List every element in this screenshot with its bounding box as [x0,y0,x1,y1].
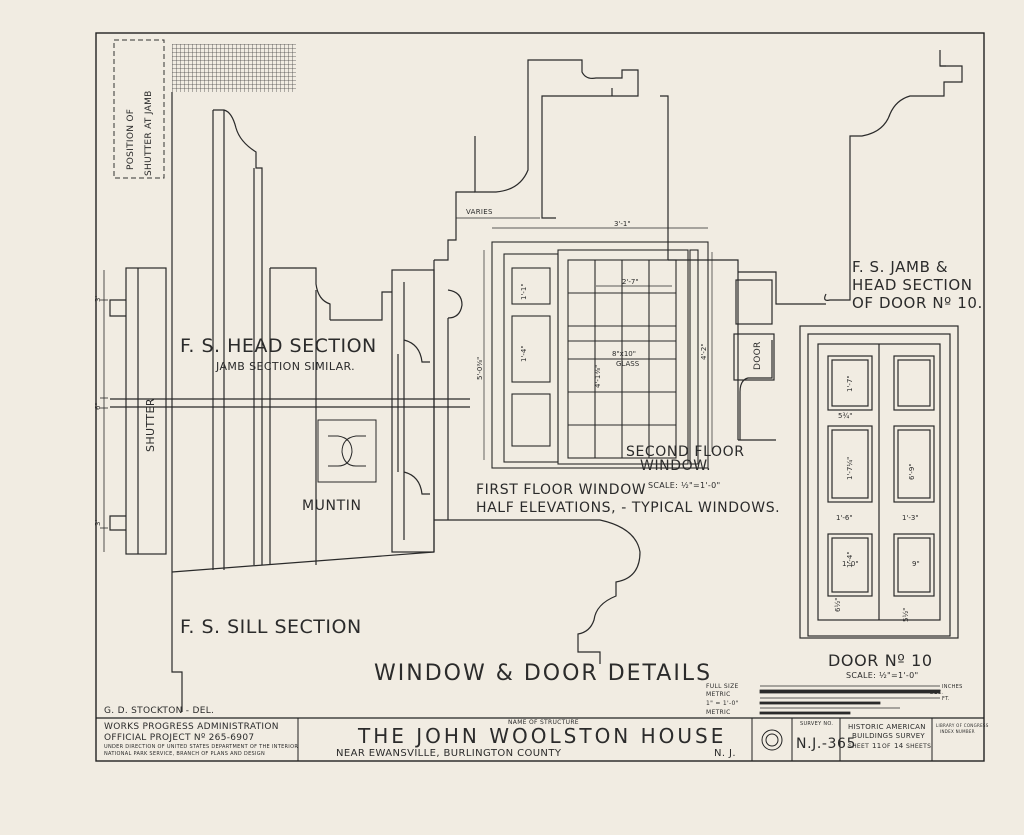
dim-1-1: 1'-1" [520,283,528,300]
door-dim-6-5: 6½" [834,598,842,612]
of-door-label: OF DOOR Nº 10. [852,294,983,312]
muntin-detail [317,419,377,483]
name-of-structure: NAME OF STRUCTURE [508,719,579,726]
scale-dec: DEC. [930,690,943,696]
door-dim-9: 9" [912,560,920,568]
door-dim-1-6: 1'-6" [836,514,853,522]
scale-one-inch: 1" = 1'-0" [706,700,739,707]
door-dim-5-3: 5¾" [838,412,852,420]
door-scale-label: SCALE: ½"=1'-0" [846,671,918,680]
scale-bar [759,685,941,715]
window-label: WINDOW. [640,458,711,474]
shutter-at-jamb-label: SHUTTER AT JAMB [144,90,154,176]
dim-2-7: 2'-7" [622,278,639,286]
fs-head-section-label: F. S. HEAD SECTION [180,335,377,357]
door-dim-1-0: 1'-0" [842,560,859,568]
location-state: N. J. [714,748,736,759]
shutter-dimension-lines [100,270,108,552]
shutter-position-note: POSITION OF SHUTTER AT JAMB [113,39,165,179]
moulding-profile-top [474,59,669,260]
wpa-line-1: WORKS PROGRESS ADMINISTRATION [104,722,279,732]
shutter-label: SHUTTER [144,398,157,452]
scale-metric2: METRIC [706,709,731,716]
muntin-label: MUNTIN [302,498,362,514]
fs-jamb-label: F. S. JAMB & [852,258,948,276]
library-line-1: LIBRARY OF CONGRESS [936,723,989,728]
position-of-label: POSITION OF [126,109,136,170]
scale-ft: FT. [942,696,950,702]
scale-metric: METRIC [706,691,731,698]
wpa-line-2: OFFICIAL PROJECT Nº 265-6907 [104,733,254,743]
sheet-no: 11 [872,742,882,750]
habs-line-1: HISTORIC AMERICAN [848,723,926,731]
door-dim-5-5: 5½" [902,608,910,622]
dim-3ft-top: 3' [94,296,102,302]
head-section-drawing [109,92,475,712]
dim-3ft-bottom: 3' [94,520,102,526]
jamb-head-section [668,50,963,441]
door-dim-1-3: 1'-3" [902,514,919,522]
half-elevations-label: HALF ELEVATIONS, - TYPICAL WINDOWS. [476,500,780,516]
sheet-prefix: SHEET [848,743,869,750]
dim-4-2: 4'-2" [700,343,708,360]
sheet-suffix: SHEETS [906,743,931,750]
dim-5-0: 5'-0⅜" [476,357,484,380]
sheet-total: 14 [894,742,904,750]
dim-3-1: 3'-1" [614,220,631,228]
dim-1-4: 1'-4" [520,345,528,362]
wpa-line-3: UNDER DIRECTION OF UNITED STATES DEPARTM… [104,744,298,750]
second-floor-label: SECOND FLOOR [626,444,745,460]
door-dim-1-7b: 1'-7¼" [846,457,854,480]
drawing-title: WINDOW & DOOR DETAILS [374,661,712,686]
varies-label: VARIES [466,208,493,216]
dim-6in: 6" [94,402,102,410]
scale-inches: INCHES [942,684,963,690]
habs-line-2: BUILDINGS SURVEY [852,732,925,740]
door-dim-6-9: 6'-9" [908,463,916,480]
outer-border [95,32,985,762]
door-dim-1-7: 1'-7" [846,375,854,392]
door-vertical-label: DOOR [753,341,763,370]
survey-no-label: SURVEY NO. [800,721,833,727]
first-floor-window-label: FIRST FLOOR WINDOW [476,482,646,498]
library-line-2: INDEX NUMBER [940,729,975,734]
location-line: NEAR EWANSVILLE, BURLINGTON COUNTY [336,748,562,759]
title-block-lines [297,718,933,761]
glass-label: GLASS [616,360,640,368]
fs-sill-section-label: F. S. SILL SECTION [180,616,362,638]
moulding-profile-bottom [434,519,641,664]
jamb-section-similar-label: JAMB SECTION SIMILAR. [215,360,355,373]
dim-4-1: 4'-1⅜" [594,365,602,388]
dim-8x10: 8"x10" [612,350,636,358]
head-section-label: HEAD SECTION [852,276,973,294]
sheet-of: OF [882,743,891,750]
survey-no: N.J.-365 [796,736,856,752]
window-scale-label: SCALE: ½"=1'-0" [648,481,720,490]
scale-full-size: FULL SIZE [706,683,739,690]
window-elevation [491,241,709,469]
masonry-hatch [172,44,296,92]
window-dims [483,227,713,460]
wpa-line-4: NATIONAL PARK SERVICE, BRANCH OF PLANS A… [104,751,265,757]
door-dim-1-4: 1'-4" [846,551,854,568]
house-name: THE JOHN WOOLSTON HOUSE [357,724,726,748]
delineator-label: G. D. STOCKTON - DEL. [104,706,214,716]
door-no-label: DOOR Nº 10 [828,651,933,670]
door-elevation [799,325,959,639]
